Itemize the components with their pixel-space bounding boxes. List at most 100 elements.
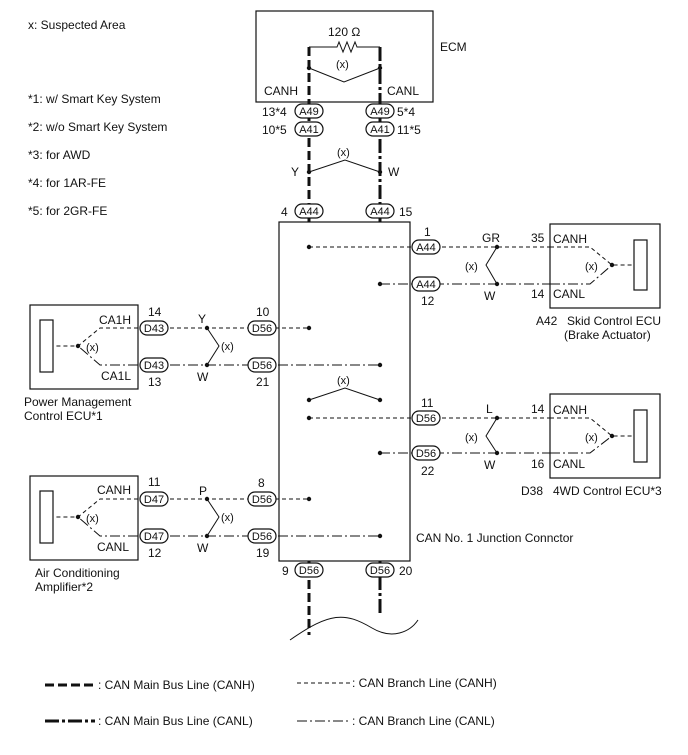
connector-d43-h (139, 320, 169, 336)
junction-suspected-mark: (x) (337, 375, 350, 387)
connector-d43-l (139, 357, 169, 373)
pin-a49-h: 13*4 (262, 105, 287, 119)
connector-a44-top-l-label: A44 (370, 206, 390, 218)
ac-amplifier-module (39, 490, 54, 544)
wire-color-skid-l: W (484, 289, 496, 303)
ecm-wire-suspected-mark: (x) (337, 147, 350, 159)
connector-a44-skid-h-label: A44 (416, 242, 436, 254)
skid-junction-node-h (306, 244, 312, 250)
ecu4wd-internal-node (609, 433, 615, 439)
ecm-box (255, 10, 434, 103)
pin-d56-4wd-l: 22 (421, 464, 435, 478)
ecu4wd-internal-suspected-mark: (x) (585, 432, 598, 444)
ecu-4wd-branch: D56 D56 11 22 (x) L W 14 16 (x) CANH CAN… (306, 393, 662, 498)
skid-internal-canl (550, 264, 613, 285)
ecm-wire-suspect-lines (308, 159, 381, 173)
ac-internal-canh (53, 498, 138, 518)
skid-wire-suspect-lines (485, 246, 498, 285)
pin-skid-l: 14 (531, 287, 545, 301)
wire-color-ecm-h: Y (291, 165, 299, 179)
connector-a49-h (294, 103, 324, 119)
ecm-wire-suspect: (x) Y W (291, 147, 400, 179)
skid-wire-node-l (494, 281, 500, 287)
connector-a44-skid-l (411, 276, 441, 292)
connector-d56-4wd-h (411, 410, 441, 426)
note-4: *4: for 1AR-FE (28, 176, 106, 190)
connector-a44-top-h (294, 203, 324, 219)
junction-node-h (306, 397, 312, 403)
junction-connector: CAN No. 1 Junction Connctor A44 A44 4 15… (278, 203, 573, 578)
pin-d56-ac-l: 19 (256, 546, 270, 560)
ecm-suspected-mark: (x) (336, 59, 349, 71)
connector-a49-l (365, 103, 395, 119)
skid-control-branch: A44 A44 1 12 (x) GR W 35 14 (x) CANH CAN… (306, 223, 661, 342)
ecu4wd-wire-node-l (494, 450, 500, 456)
connector-d56-bottom-h (294, 562, 324, 578)
ecu4wd-internal-canh (550, 417, 634, 437)
connector-a41-l (365, 121, 395, 137)
pin-a49-l: 5*4 (397, 105, 415, 119)
pm-wire-node-h (204, 325, 210, 331)
pin-a41-h: 10*5 (262, 123, 287, 137)
pm-ecu-name-2: Control ECU*1 (24, 409, 103, 423)
ac-wire-suspect-lines (206, 498, 220, 537)
bus-continuation-mark (289, 616, 419, 641)
connector-d56-bottom-l-label: D56 (370, 565, 390, 577)
skid-internal-suspected-mark: (x) (585, 261, 598, 273)
connector-d56-ac-l (247, 528, 277, 544)
skid-junction-node-l (377, 281, 383, 287)
pm-ecu-name: Power Management (24, 395, 132, 409)
connector-d56-pm-l-label: D56 (252, 360, 272, 372)
pm-canh-label: CA1H (99, 313, 131, 327)
ecm-wire-node-h (306, 169, 312, 175)
connector-d47-h-label: D47 (144, 494, 164, 506)
pm-ecu-module (39, 319, 54, 373)
connector-d56-ac-h (247, 491, 277, 507)
pin-d56-4wd-h: 11 (421, 396, 434, 410)
pm-wire-suspect-lines (206, 327, 220, 366)
legend-branch-canl: : CAN Branch Line (CANL) (352, 714, 495, 728)
skid-canh-label: CANH (553, 232, 587, 246)
connector-d56-pm-l (247, 357, 277, 373)
termination-resistor (309, 40, 380, 54)
ecu4wd-internal-canl (550, 435, 613, 454)
connector-d56-pm-h-label: D56 (252, 323, 272, 335)
pm-canl-label: CA1L (101, 369, 131, 383)
connector-a44-skid-l-label: A44 (416, 279, 436, 291)
connector-d43-h-label: D43 (144, 323, 164, 335)
ecu4wd-canl-label: CANL (553, 457, 585, 471)
skid-wire-node-h (494, 244, 500, 250)
ecm-label: ECM (440, 40, 467, 54)
wire-color-ac-h: P (199, 484, 207, 498)
pm-junction-node-h (306, 325, 312, 331)
wire-color-ecm-l: W (388, 165, 400, 179)
note-3: *3: for AWD (28, 148, 91, 162)
ac-canh-label: CANH (97, 483, 131, 497)
ecm-suspect-lines (308, 67, 381, 83)
ecu4wd-junction-node-h (306, 415, 312, 421)
ecm-canl-label: CANL (387, 84, 419, 98)
connector-a41-h-label: A41 (299, 124, 319, 136)
connector-a49-h-label: A49 (299, 106, 319, 118)
junction-suspect-lines (308, 387, 381, 401)
connector-a41-h (294, 121, 324, 137)
pm-wire-node-l (204, 362, 210, 368)
connector-d47-l-label: D47 (144, 531, 164, 543)
connector-d56-4wd-l (411, 445, 441, 461)
ac-internal-suspected-mark: (x) (86, 513, 99, 525)
pin-d47-l: 12 (148, 546, 162, 560)
skid-ecu-name: Skid Control ECU (567, 314, 661, 328)
skid-ecu-module (633, 239, 648, 291)
ac-internal-node (75, 514, 81, 520)
ecu4wd-module (633, 409, 648, 463)
notes: x: Suspected Area *1: w/ Smart Key Syste… (28, 18, 167, 218)
ecu4wd-code: D38 (521, 484, 543, 498)
note-1: *1: w/ Smart Key System (28, 92, 161, 106)
pin-a44-skid-h: 1 (424, 225, 431, 239)
ac-canl-label: CANL (97, 540, 129, 554)
legend-branch-canh: : CAN Branch Line (CANH) (352, 676, 497, 690)
pm-junction-node-l (377, 362, 383, 368)
pin-skid-h: 35 (531, 231, 545, 245)
